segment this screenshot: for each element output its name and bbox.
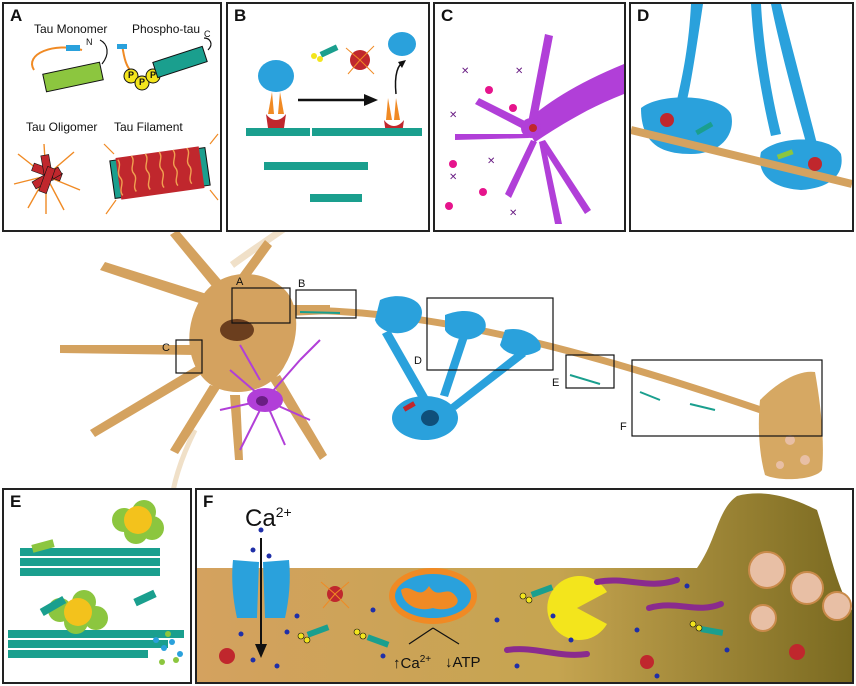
axon-tau-fragments (299, 311, 716, 411)
svg-text:✕: ✕ (449, 110, 457, 121)
calcium-base: Ca (245, 505, 276, 532)
panel-label: E (10, 492, 22, 511)
microtubule-top (20, 548, 160, 576)
neuron-nucleus (220, 319, 254, 341)
overview-box-a (231, 287, 291, 324)
panel-label: B (234, 6, 247, 25)
overview-box-f (631, 359, 823, 437)
axon-terminal-body (197, 493, 852, 682)
lysosome (547, 576, 607, 640)
overview-label-b: B (298, 278, 306, 290)
axon-terminal (758, 371, 823, 480)
down-arrow-icon: ↓ (445, 654, 453, 671)
neuron (60, 230, 330, 460)
ca-increase-charge: 2+ (419, 654, 432, 665)
ca-increase-label: ↑Ca2+ (393, 654, 431, 672)
panel-label: C (441, 6, 454, 25)
svg-text:✕: ✕ (515, 66, 523, 77)
calcium-label: Ca2+ (245, 504, 292, 533)
atp-text: ATP (452, 654, 481, 671)
panel-label: A (10, 6, 23, 25)
panel-b-illustration (246, 32, 422, 202)
overview-label-e: E (552, 377, 560, 389)
overview-label-d: D (414, 355, 422, 367)
up-arrow-icon: ↑ (393, 655, 401, 672)
atp-decrease-label: ↓ATP (445, 654, 481, 671)
phospho-mark-2: P (139, 77, 146, 87)
svg-text:✕: ✕ (461, 66, 469, 77)
overview-box-e (565, 354, 615, 389)
overview-box-b (295, 289, 357, 319)
panel-label: F (203, 492, 214, 511)
panel-c: C ✕ ✕ ✕ ✕ ✕ ✕ (433, 2, 626, 232)
oligodendrocyte (375, 296, 541, 440)
overview-label-f: F (620, 421, 627, 433)
panel-c-illustration: ✕ ✕ ✕ ✕ ✕ ✕ (445, 34, 624, 224)
panel-a: A Tau Monomer Phospho-tau Tau Oligomer T… (2, 2, 222, 232)
svg-text:✕: ✕ (487, 156, 495, 167)
tau-filament-label: Tau Filament (114, 120, 183, 134)
axon (289, 306, 792, 424)
svg-text:✕: ✕ (449, 172, 457, 183)
panel-b: B (226, 2, 430, 232)
panel-e: E (2, 488, 192, 684)
panel-d-illustration (631, 4, 852, 190)
phospho-mark-3: P (150, 70, 157, 80)
panel-a-illustration (13, 37, 219, 215)
n-terminus-label: N (86, 37, 93, 47)
panel-e-illustration (8, 500, 184, 665)
overview-label-c: C (162, 342, 170, 354)
panel-d: D (629, 2, 854, 232)
c-terminus-label: C (204, 29, 211, 39)
overview-box-d (426, 297, 554, 371)
overview-box-c (175, 339, 203, 374)
microtubule-bottom (8, 630, 184, 658)
tau-oligomer-label: Tau Oligomer (26, 120, 98, 134)
panel-label: D (637, 6, 650, 25)
panel-f-illustration (197, 493, 852, 682)
phospho-mark-1: P (128, 70, 135, 80)
overview-label-a: A (236, 276, 244, 288)
ca-increase-base: Ca (400, 655, 420, 672)
svg-text:✕: ✕ (509, 208, 517, 219)
tau-monomer-label: Tau Monomer (34, 22, 108, 36)
phospho-tau-label: Phospho-tau (132, 22, 201, 36)
calcium-charge: 2+ (275, 504, 292, 520)
panel-f: F (195, 488, 854, 684)
